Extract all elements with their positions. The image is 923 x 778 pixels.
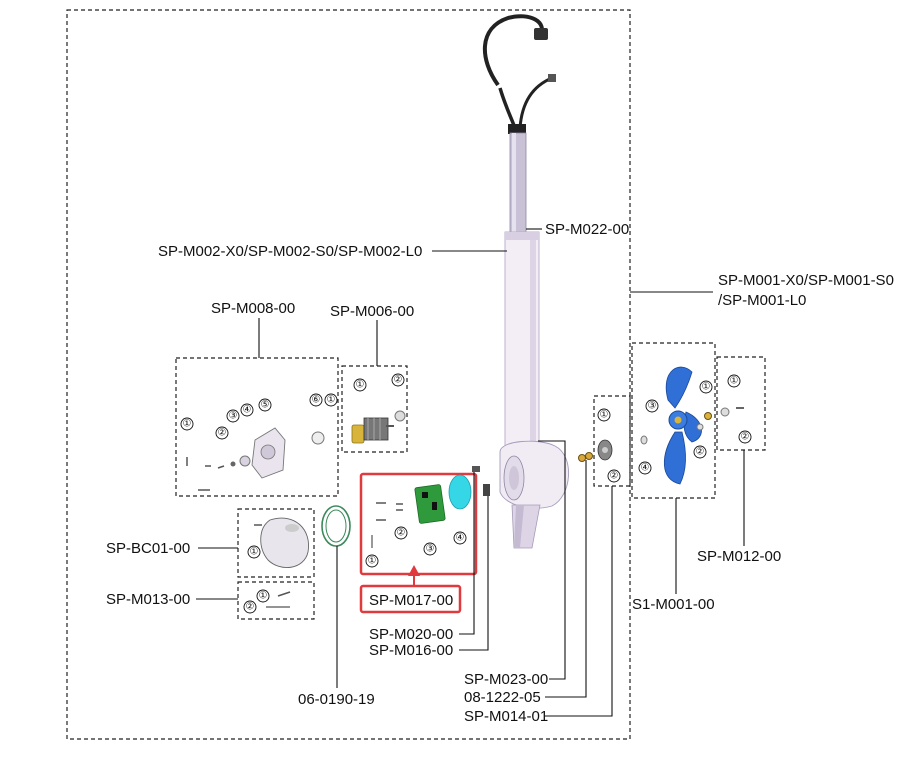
label-sp-m023-00: SP-M023-00 <box>464 671 548 688</box>
o-ring <box>321 505 351 547</box>
lower-unit-housing <box>499 440 569 549</box>
callout-1: ① <box>183 419 192 430</box>
seal-plate <box>578 439 613 462</box>
box-m012 <box>716 356 766 451</box>
box-m008 <box>175 357 339 497</box>
callouts-m012: ① ② <box>727 374 752 444</box>
callout-2: ② <box>741 432 750 443</box>
callout-1: ① <box>730 376 739 387</box>
label-sp-m001-line1: SP-M001-X0/SP-M001-S0 <box>718 272 894 289</box>
callout-2: ② <box>610 471 619 482</box>
label-s1-m001-00: S1-M001-00 <box>632 596 715 613</box>
callouts-m014: ① ② <box>597 408 621 483</box>
callouts-m008: ① ② ③ ④ ⑤ ⑥ ① <box>180 393 338 440</box>
shaft-upper <box>509 132 527 234</box>
callout-1b: ① <box>327 395 336 406</box>
callout-4: ④ <box>641 463 650 474</box>
callout-6: ⑥ <box>312 395 321 406</box>
callout-2: ② <box>394 375 403 386</box>
label-sp-m022-00: SP-M022-00 <box>545 221 629 238</box>
label-sp-m020-00: SP-M020-00 <box>369 626 453 643</box>
label-sp-m002: SP-M002-X0/SP-M002-S0/SP-M002-L0 <box>158 243 422 260</box>
callout-4: ④ <box>456 533 465 544</box>
highlight-label-box <box>359 584 462 614</box>
callouts-bc01: ① <box>247 545 261 559</box>
fastener-set <box>266 591 291 608</box>
callouts-m006: ① ② <box>353 373 405 392</box>
callout-2: ② <box>397 528 406 539</box>
label-06-0190-19: 06-0190-19 <box>298 691 375 708</box>
main-tube <box>504 231 540 448</box>
callout-3: ③ <box>229 411 238 422</box>
label-sp-m013-00: SP-M013-00 <box>106 591 190 608</box>
control-board <box>371 474 472 548</box>
label-sp-m006-00: SP-M006-00 <box>330 303 414 320</box>
box-m006 <box>341 365 408 453</box>
callouts-m013: ① ② <box>243 589 270 614</box>
box-bc01 <box>237 508 315 578</box>
callout-1: ① <box>250 547 259 558</box>
label-sp-m008-00: SP-M008-00 <box>211 300 295 317</box>
motor-end-cap <box>186 427 325 491</box>
callout-1: ① <box>702 382 711 393</box>
callout-1: ① <box>356 380 365 391</box>
part-m016 <box>483 484 490 496</box>
part-m020 <box>472 466 480 472</box>
callout-5: ⑤ <box>261 400 270 411</box>
label-sp-bc01-00: SP-BC01-00 <box>106 540 190 557</box>
callouts-m017: ② ③ ④ ① <box>365 526 467 568</box>
label-sp-m017-00: SP-M017-00 <box>369 592 453 609</box>
callout-2: ② <box>246 602 255 613</box>
outer-frame <box>66 9 631 740</box>
callouts-s1m001: ③ ① ④ ② <box>638 380 713 475</box>
callout-3: ③ <box>648 401 657 412</box>
label-sp-m001-line2: /SP-M001-L0 <box>718 292 806 309</box>
label-sp-m016-00: SP-M016-00 <box>369 642 453 659</box>
prop-nut <box>720 407 744 417</box>
propeller <box>640 366 712 485</box>
callout-1: ① <box>600 410 609 421</box>
callout-1: ① <box>368 556 377 567</box>
label-08-1222-05: 08-1222-05 <box>464 689 541 706</box>
leader-lines <box>196 228 745 717</box>
battery-cap <box>254 517 310 568</box>
box-m013 <box>237 581 315 620</box>
callout-2: ② <box>696 447 705 458</box>
callout-1: ① <box>259 591 268 602</box>
callout-4: ④ <box>243 405 252 416</box>
cable-assembly <box>483 14 556 134</box>
label-sp-m014-01: SP-M014-01 <box>464 708 548 725</box>
callout-3: ③ <box>426 544 435 555</box>
highlight-arrow <box>408 565 420 586</box>
label-sp-m012-00: SP-M012-00 <box>697 548 781 565</box>
rotor <box>351 410 406 444</box>
callout-2: ② <box>218 428 227 439</box>
